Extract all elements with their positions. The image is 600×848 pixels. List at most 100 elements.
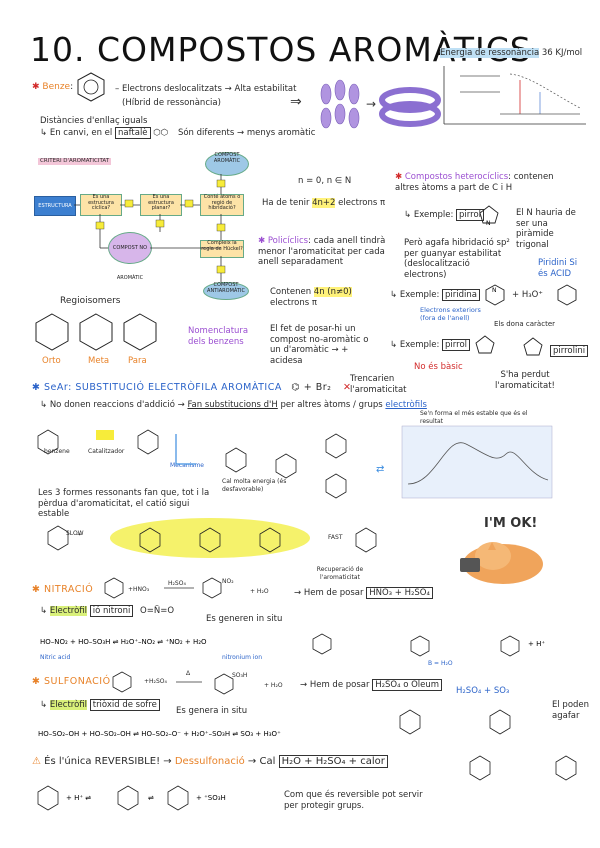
sulfonation-reaction bbox=[112, 671, 234, 695]
nomenclature: Nomenclatura dels benzens bbox=[188, 326, 249, 347]
policiclics-block: ✱ Policíclics: cada anell tindrà menor l… bbox=[258, 236, 386, 268]
pyridine-structure: N bbox=[485, 284, 505, 306]
sulfonacio-header: SULFONACIÓ bbox=[44, 676, 111, 687]
contain-value: 4n (n≠0) bbox=[313, 287, 352, 297]
pyrrolinium-structure bbox=[523, 337, 543, 356]
benze-label: Benze bbox=[42, 82, 71, 92]
pirrol2-word: pirrol bbox=[442, 339, 471, 351]
piridina-example: ↳ Exemple: piridina bbox=[390, 289, 480, 301]
sear-break: Trencarien l'aromaticitat bbox=[350, 374, 407, 395]
nitration-cat: H₂SO₄ bbox=[168, 580, 186, 587]
svg-text:+ ⁺SO₃H: + ⁺SO₃H bbox=[196, 794, 226, 802]
contain-suffix: electrons π bbox=[270, 297, 317, 308]
cal-text: Cal bbox=[259, 756, 276, 767]
criteria-header: CRITERI D'AROMATICITAT bbox=[38, 158, 112, 165]
pyridinium-structure bbox=[557, 284, 577, 306]
sulfonation-in-situ: Es genera in situ bbox=[176, 706, 248, 716]
svg-text:⇌: ⇌ bbox=[148, 794, 154, 802]
dessulfonacio: Dessulfonació bbox=[174, 756, 245, 767]
nitracio-header-row: ✱ NITRACIÓ bbox=[32, 584, 94, 595]
pi-orbitals-drawing: ⇒ → bbox=[290, 79, 441, 129]
huckel-rule-prefix: Ha de tenir bbox=[262, 198, 310, 208]
fast-label: FAST bbox=[328, 534, 343, 541]
nitronium-ion-label: nitronium ion bbox=[222, 654, 262, 661]
ressonant-text: Les 3 formes ressonants fan que, tot i l… bbox=[38, 488, 210, 520]
benze-electrons: – Electrons deslocalitzats → Alta estabi… bbox=[115, 84, 297, 94]
nitration-electrofil-label: Electròfil bbox=[49, 606, 88, 616]
huckel-n: n = 0, n ∈ N bbox=[298, 176, 352, 186]
flow-antiaromatic: COMPOST ANTIAROMÀTIC bbox=[203, 282, 249, 300]
sulfonation-need-value: H₂SO₄ o Oleum bbox=[372, 679, 443, 691]
imok-sticker: I'M OK! bbox=[448, 514, 548, 586]
b-label: B = H₂O bbox=[428, 660, 453, 667]
benze-stability: Alta estabilitat bbox=[234, 84, 297, 94]
cat-illustration bbox=[460, 542, 543, 584]
nitration-electrofil: ↳ Electròfil ió nitroni O=N̈=O bbox=[40, 605, 175, 617]
poden-agafar: El poden agafar bbox=[552, 700, 590, 721]
mes-estable: Se'n forma el més estable que és el resu… bbox=[420, 410, 528, 425]
reversible-row: ⚠ És l'única REVERSIBLE! → Dessulfonació… bbox=[32, 755, 388, 769]
policiclics-text: cada anell tindrà menor l'aromaticitat p… bbox=[258, 236, 386, 268]
resonance-label: Energia de ressonància bbox=[440, 48, 540, 58]
resonance-forms-drawing: → bbox=[47, 518, 377, 558]
sulfonation-product: SO₃H bbox=[232, 672, 248, 679]
huckel-rule-suffix: electrons π bbox=[338, 198, 386, 208]
naftale-prefix: En canvi, en el bbox=[49, 128, 113, 138]
hetero-text2: altres àtoms a part de C i H bbox=[395, 182, 513, 193]
piridina-word: piridina bbox=[442, 289, 480, 301]
oleum-eq: H₂SO₄ + SO₃ bbox=[456, 686, 510, 696]
molta-energia: Cal molta energia (és desfavorable) bbox=[222, 478, 287, 493]
antiaromatic-contain: Contenen 4n (n≠0) electrons π bbox=[270, 287, 352, 308]
svg-text:N: N bbox=[492, 287, 497, 294]
pyrrole-structure-2 bbox=[475, 335, 495, 354]
flow-aromatic: COMPOST AROMÀTIC bbox=[205, 152, 249, 176]
piridini-acid: Piridini Si és ACID bbox=[538, 258, 578, 279]
perdua-aromaticitat: S'ha perdut l'aromaticitat! bbox=[495, 370, 555, 391]
flow-cyclic: Es una estructura cíclica? bbox=[80, 194, 122, 216]
sulfonation-electrofil: ↳ Electròfil triòxid de sofre bbox=[40, 699, 160, 711]
example-label-3: Exemple: bbox=[399, 340, 440, 350]
sear-plus: + Br₂ bbox=[303, 382, 332, 393]
flowchart-arrows bbox=[74, 174, 226, 282]
svg-text:N: N bbox=[486, 220, 491, 227]
svg-text:→: → bbox=[366, 97, 376, 111]
sear-header: SeAr: SUBSTITUCIÓ ELECTRÒFILA AROMÀTICA bbox=[44, 382, 282, 393]
meta-label: Meta bbox=[88, 356, 110, 366]
sear-subst-row: ↳ No donen reaccions d'addició → Fan sub… bbox=[40, 400, 427, 410]
sulfonation-delta: Δ bbox=[186, 670, 191, 677]
pirrol-example-2: ↳ Exemple: pirrol bbox=[390, 339, 471, 351]
nitration-need: → Hem de posar HNO₃ + H₂SO₄ bbox=[294, 587, 433, 599]
svg-text:HO–SO₂–OH + HO–SO₂–OH ⇌ HO–SO₂: HO–SO₂–OH + HO–SO₂–OH ⇌ HO–SO₂–O⁻ + H₂O⁺… bbox=[38, 730, 281, 738]
contain-prefix: Contenen bbox=[270, 287, 312, 297]
policiclics-label: Policíclics bbox=[267, 236, 309, 246]
sulfonation-need: → Hem de posar H₂SO₄ o Oleum bbox=[300, 679, 443, 691]
electrons-exterior: Electrons exteriors (fora de l'anell) bbox=[420, 306, 481, 323]
substitution: Fan substitucions d'H bbox=[187, 400, 278, 410]
sulfonation-need-text: Hem de posar bbox=[309, 680, 370, 690]
naftalene-icon: ⬡⬡ bbox=[153, 128, 169, 138]
pirrol-note2: Però agafa hibridació sp² per guanyar es… bbox=[404, 238, 510, 280]
resonance-energy: Energia de ressonància 36 KJ/mol bbox=[440, 48, 582, 59]
sulfonation-reagent: +H₂SO₄ bbox=[144, 678, 167, 685]
nitration-product: NO₂ bbox=[222, 578, 234, 585]
flow-structure: ESTRUCTURA bbox=[34, 196, 76, 216]
h3o: + H₃O⁺ bbox=[512, 290, 543, 300]
benze-electrons-text: Electrons deslocalitzats bbox=[121, 84, 222, 94]
catalyst-label: Catalitzador bbox=[88, 448, 125, 455]
naftale-row: ↳ En canvi, en el naftalè ⬡⬡ Són diferen… bbox=[40, 127, 316, 139]
svg-text:→: → bbox=[76, 531, 81, 538]
svg-text:+ H⁺ ⇌: + H⁺ ⇌ bbox=[66, 794, 91, 802]
nitronium-name: ió nitroni bbox=[89, 605, 134, 617]
nitration-in-situ: Es generen in situ bbox=[206, 614, 283, 624]
no-basic: No és bàsic bbox=[414, 362, 463, 372]
resonance-value: 36 KJ/mol bbox=[541, 48, 583, 58]
nitric-acid-label: Nitric acid bbox=[40, 654, 71, 661]
benzene-structure bbox=[77, 72, 105, 102]
reversible-note: Com que és reversible pot servir per pro… bbox=[284, 790, 423, 811]
nitracio-header: NITRACIÓ bbox=[44, 584, 94, 595]
orto-label: Orto bbox=[42, 356, 61, 366]
regioisomers-label: Regioisomers bbox=[60, 296, 121, 306]
sulfonation-electrofil-label: Electròfil bbox=[49, 700, 88, 710]
para-label: Para bbox=[128, 356, 147, 366]
pirrolini: pirrolini bbox=[550, 345, 589, 357]
